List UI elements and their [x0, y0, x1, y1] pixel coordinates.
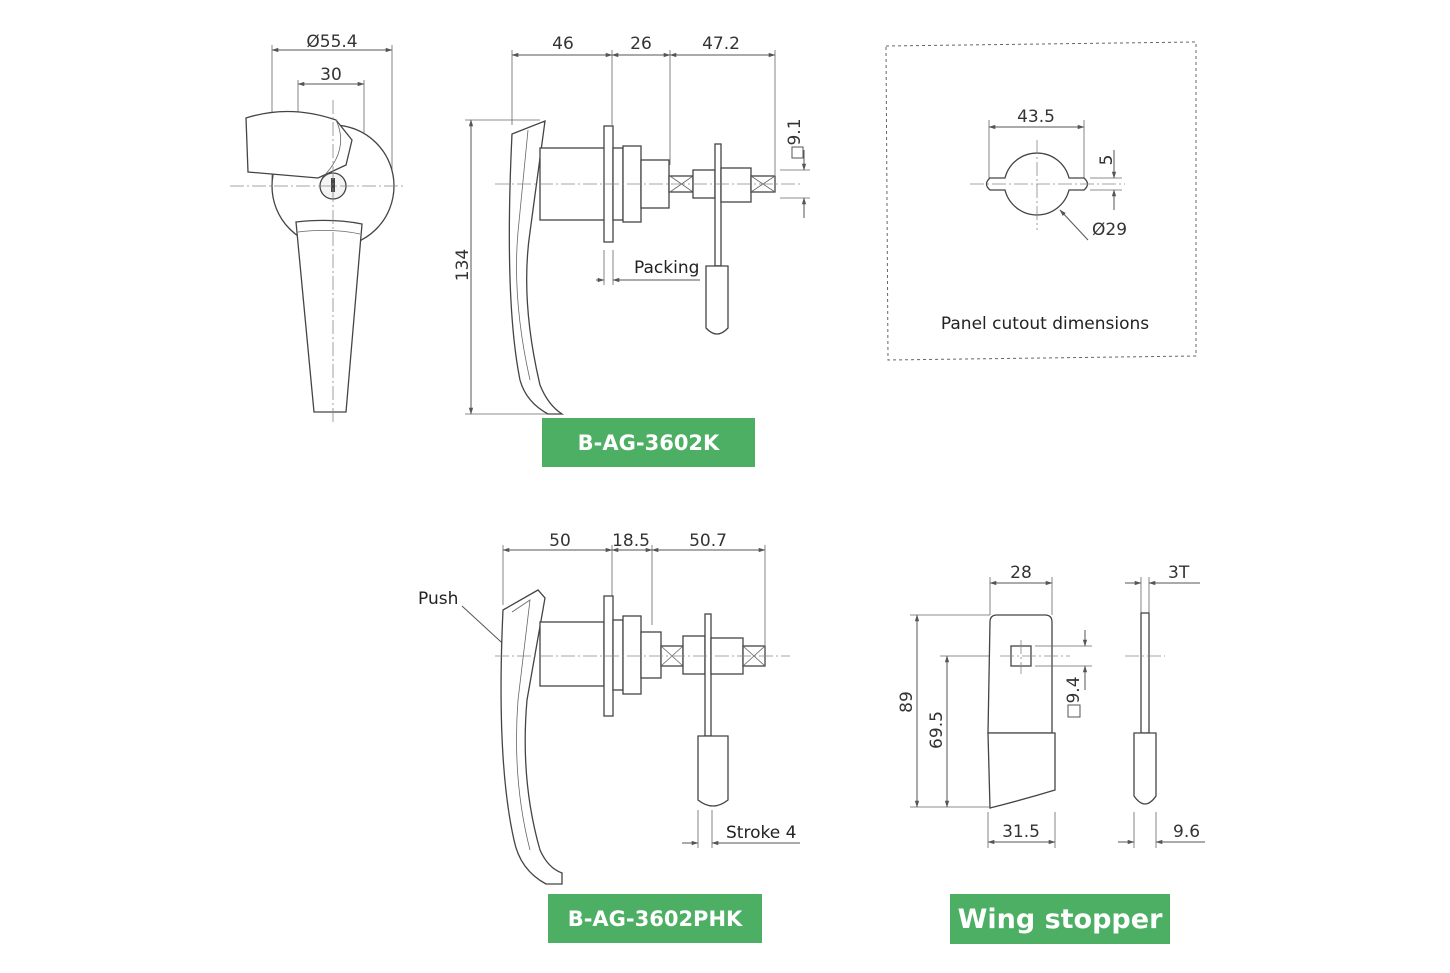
push-label: Push: [418, 589, 458, 609]
side-view-phk: 50 18.5 50.7 Push Stroke 4: [418, 531, 800, 885]
cam-plate-phk: [704, 613, 712, 737]
dim-cutout-width: 43.5: [1017, 107, 1055, 127]
wing-side-plate: [1140, 612, 1150, 734]
dim-k-c: 47.2: [702, 34, 740, 54]
stopper-k: [705, 265, 729, 335]
dim-wing-height: 89: [897, 691, 917, 713]
dim-k-b: 26: [630, 34, 652, 54]
dim-cutout-slot: 5: [1097, 155, 1117, 166]
dim-k-a: 46: [552, 34, 574, 54]
packing-label: Packing: [634, 258, 699, 278]
wing-rubber: [987, 732, 1056, 809]
dim-wing-top: 28: [1010, 563, 1032, 583]
dim-k-square: 9.1: [785, 118, 805, 145]
wing-stopper-view: 28 89 69.5 9.4 31.5 3T: [897, 563, 1205, 848]
nut-phk: [622, 615, 642, 695]
handle-lever-phk: [500, 589, 563, 885]
dim-phk-a: 50: [549, 531, 571, 551]
badge-model-phk: B-AG-3602PHK: [548, 894, 762, 943]
dim-wing-tip: 9.6: [1173, 822, 1200, 842]
dim-outer-diameter: Ø55.4: [306, 32, 357, 52]
side-view-k: 46 26 47.2 134 9.1 Packing: [453, 34, 810, 415]
wing-plate: [987, 614, 1053, 734]
handle-head: [245, 110, 353, 179]
cutout-caption: Panel cutout dimensions: [941, 314, 1149, 334]
panel-outline: [885, 41, 1197, 361]
handle-neck-phk: [539, 621, 605, 687]
dim-cutout-diameter: Ø29: [1092, 220, 1127, 240]
dim-wing-bottom: 31.5: [1002, 822, 1040, 842]
dim-phk-c: 50.7: [689, 531, 727, 551]
badge-wing-stopper: Wing stopper: [950, 894, 1170, 944]
panel-cutout-view: 43.5 5 Ø29 Panel cutout dimensions: [885, 41, 1197, 361]
handle-lever: [295, 219, 363, 413]
dim-wing-thickness: 3T: [1168, 563, 1190, 583]
dim-wing-square: 9.4: [1064, 676, 1084, 703]
stroke-label: Stroke 4: [726, 823, 796, 843]
front-view: Ø55.4 30: [230, 32, 405, 425]
dim-wing-hole: 69.5: [927, 711, 947, 749]
cam-plate-k: [714, 143, 722, 267]
dim-inner-width: 30: [320, 65, 342, 85]
stopper-phk: [697, 735, 729, 807]
dim-phk-b: 18.5: [612, 531, 650, 551]
wing-side-rubber: [1133, 732, 1157, 805]
dim-k-height: 134: [453, 249, 473, 281]
badge-model-k: B-AG-3602K: [542, 418, 755, 467]
